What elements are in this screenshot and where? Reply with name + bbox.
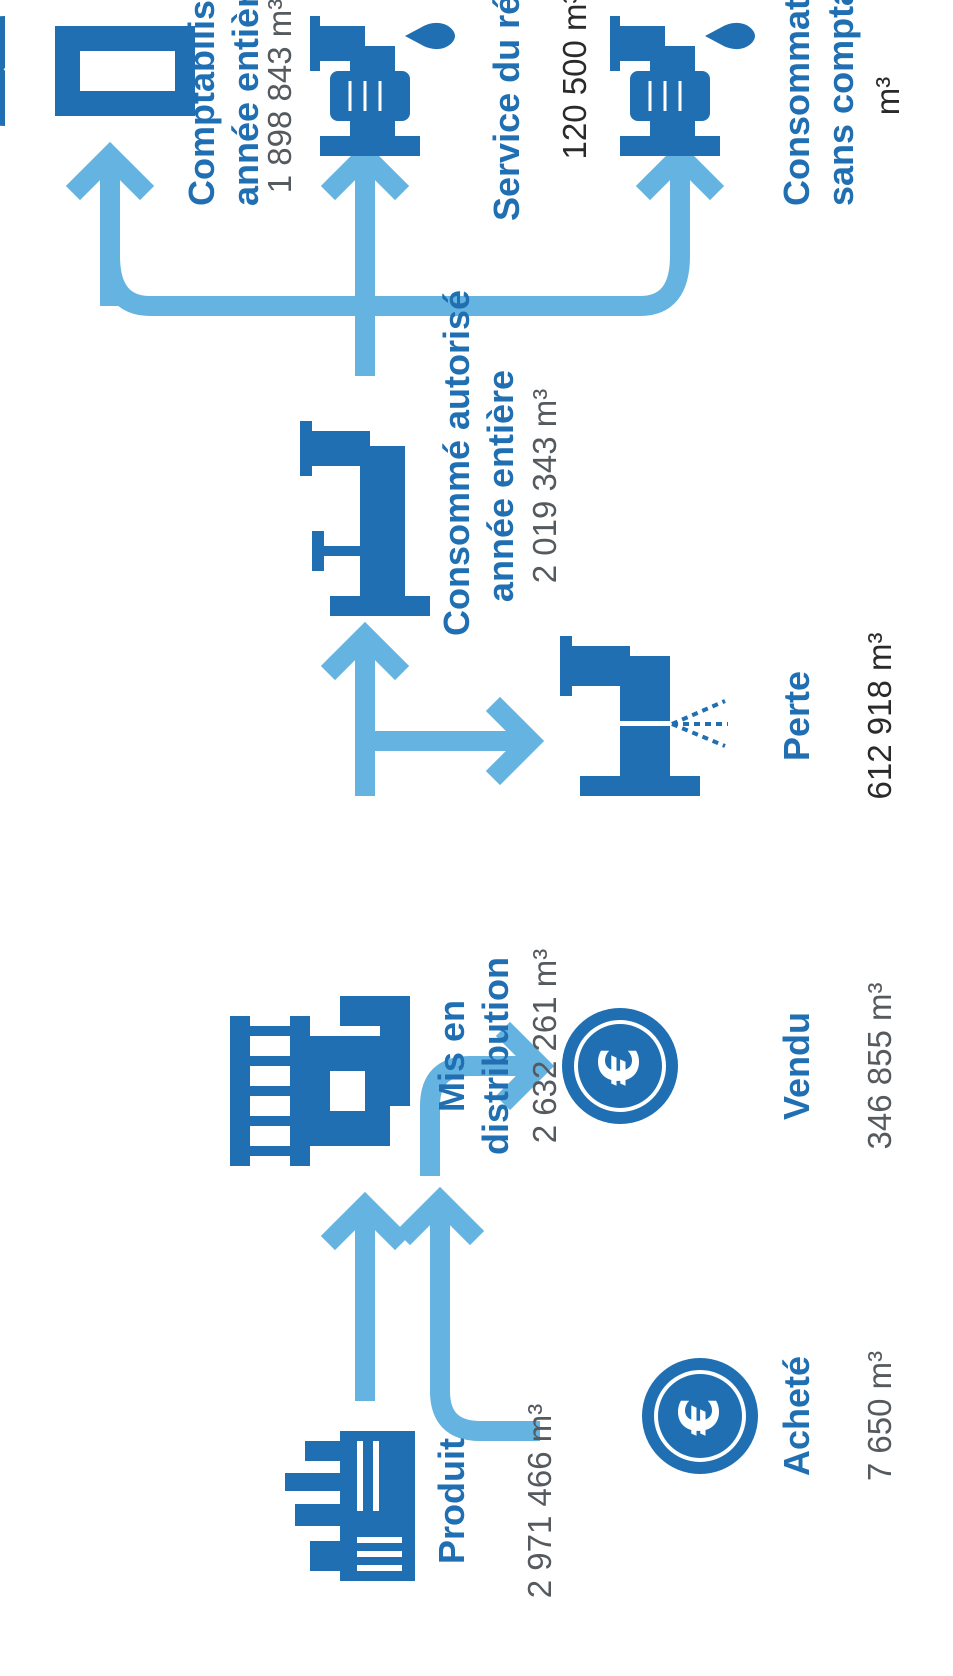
mis-en-distribution-label-line2: distribution bbox=[475, 957, 516, 1155]
factory-icon bbox=[285, 1431, 415, 1581]
arrowhead-vendu bbox=[495, 1021, 555, 1111]
sans-comptage-label-line2: sans comptage bbox=[820, 0, 861, 206]
arrowhead-achete bbox=[395, 1186, 485, 1246]
service-reseau-label: Service du réseau bbox=[486, 0, 527, 221]
produit-value: 2 971 466 m³ bbox=[521, 1403, 558, 1599]
consomme-autorise-label: Consommé autorisé année entière bbox=[435, 289, 523, 636]
service-reseau-value: 120 500 m³ bbox=[556, 0, 593, 160]
consomme-autorise-label-line2: année entière bbox=[480, 369, 521, 603]
perte-value: 612 918 m³ bbox=[861, 632, 898, 800]
arrowhead-consomme bbox=[320, 621, 410, 681]
faucet-hand-icon bbox=[310, 16, 455, 156]
comptabilise-label: Comptabilisé année entière bbox=[180, 0, 268, 206]
arrowhead-service bbox=[320, 141, 410, 201]
comptabilise-value: 1 898 843 m³ bbox=[261, 0, 298, 194]
arrowhead-produit bbox=[320, 1191, 410, 1251]
achete-label: Acheté bbox=[776, 1355, 817, 1477]
valve-pipe-icon bbox=[300, 421, 430, 616]
arrow-fork-trunk bbox=[100, 255, 690, 316]
sans-comptage-value: m³ bbox=[869, 76, 906, 116]
sans-comptage-label: Consommateurs sans comptage bbox=[775, 0, 863, 206]
arrowhead-perte bbox=[485, 696, 545, 786]
perte-label: Perte bbox=[776, 670, 817, 762]
leaking-pipe-icon bbox=[560, 636, 728, 796]
arrowhead-sans-comptage bbox=[635, 141, 725, 201]
produit-label: Produit bbox=[431, 1438, 472, 1564]
euro-coin-icon: € bbox=[562, 1008, 678, 1124]
comptabilise-label-line1: Comptabilisé bbox=[181, 0, 222, 206]
achete-value: 7 650 m³ bbox=[861, 1350, 898, 1482]
mis-en-distribution-value: 2 632 261 m³ bbox=[526, 948, 563, 1144]
svg-text:€: € bbox=[588, 1047, 651, 1087]
consomme-autorise-value: 2 019 343 m³ bbox=[526, 388, 563, 584]
arrow-distribution-to-vendu bbox=[420, 1056, 540, 1176]
vendu-value: 346 855 m³ bbox=[861, 982, 898, 1150]
consomme-autorise-label-line1: Consommé autorisé bbox=[436, 289, 477, 636]
svg-text:€: € bbox=[668, 1397, 731, 1437]
mis-en-distribution-label-line1: Mis en bbox=[431, 999, 472, 1113]
arrow-achete-to-distribution bbox=[430, 1201, 540, 1441]
sans-comptage-label-line1: Consommateurs bbox=[776, 0, 817, 206]
euro-coin-icon: € bbox=[642, 1358, 758, 1474]
arrowhead-comptabilise bbox=[65, 141, 155, 201]
faucet-hand-icon bbox=[610, 16, 755, 156]
water-meter-icon bbox=[0, 16, 195, 126]
mis-en-distribution-label: Mis en distribution bbox=[430, 956, 518, 1156]
vendu-label: Vendu bbox=[776, 1011, 817, 1121]
water-tower-icon bbox=[230, 996, 410, 1166]
